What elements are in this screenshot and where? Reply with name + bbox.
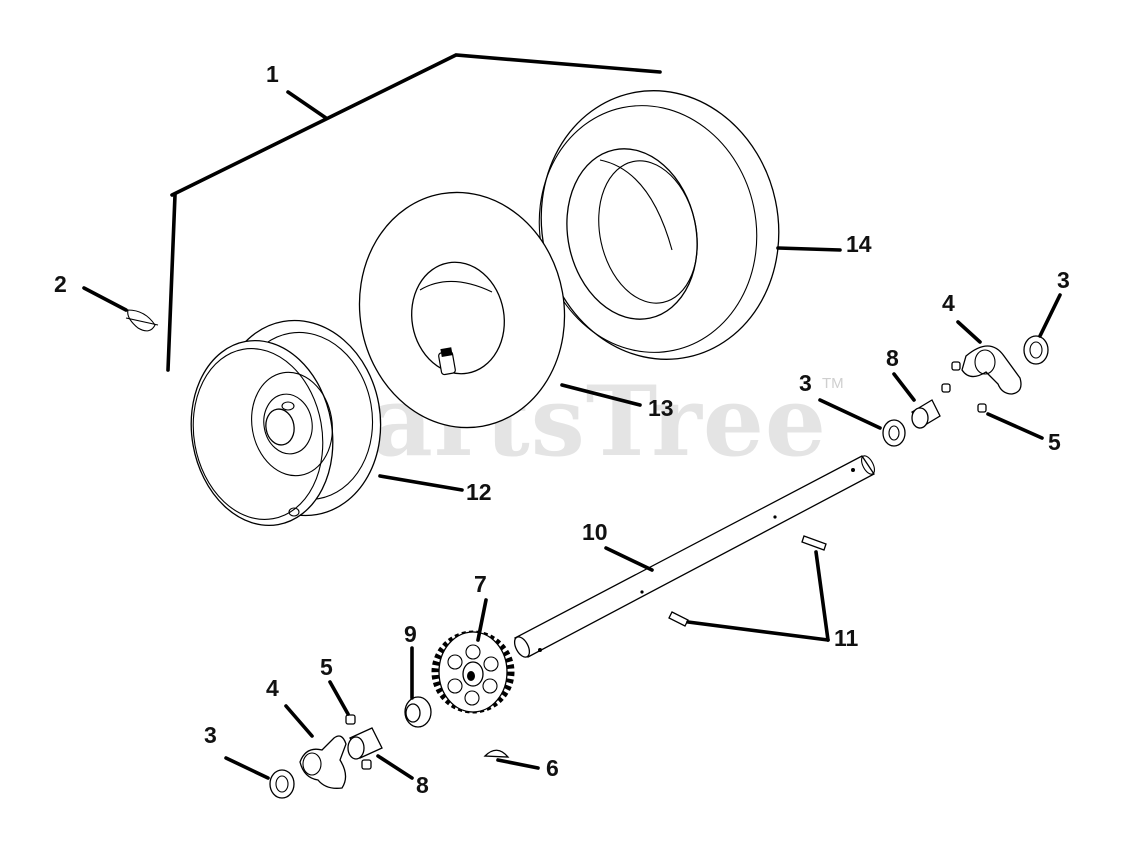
callout-7: 7 — [474, 571, 487, 597]
callout-12: 12 — [466, 479, 492, 505]
inner-tube[interactable] — [341, 176, 583, 444]
drive-gear[interactable] — [431, 630, 515, 714]
bolt-bottom-1[interactable] — [345, 714, 356, 725]
callout-5-right: 5 — [1048, 429, 1061, 455]
callout-4-right: 4 — [942, 290, 955, 316]
flange-bracket-right[interactable] — [961, 345, 1022, 395]
bolt-right-1[interactable] — [951, 361, 961, 371]
callout-9: 9 — [404, 621, 417, 647]
bolt-right-2[interactable] — [941, 383, 951, 393]
tire[interactable] — [517, 68, 804, 381]
callout-3-bottom: 3 — [204, 722, 217, 748]
watermark-trademark: TM — [822, 375, 844, 392]
bushing-right[interactable] — [911, 399, 941, 429]
wheel-rim[interactable] — [177, 308, 396, 537]
callout-8-bottom: 8 — [416, 772, 429, 798]
bushing-bottom[interactable] — [347, 727, 383, 760]
callout-4-bottom: 4 — [266, 675, 279, 701]
flange-bracket-bottom[interactable] — [299, 735, 347, 789]
callout-2: 2 — [54, 271, 67, 297]
leader-lines — [82, 246, 1062, 780]
axle[interactable] — [512, 454, 878, 660]
woodruff-key[interactable] — [483, 749, 510, 758]
callout-13: 13 — [648, 395, 674, 421]
callout-5-bottom: 5 — [320, 654, 333, 680]
valve-stem — [438, 347, 456, 376]
assembly-bracket — [166, 53, 662, 372]
flat-washer-bottom[interactable] — [269, 769, 295, 799]
flat-washer-mid[interactable] — [882, 419, 906, 447]
callout-11: 11 — [834, 625, 859, 651]
callout-3-right: 3 — [1057, 267, 1070, 293]
bolt-bottom-2[interactable] — [361, 759, 372, 770]
hairpin-clip[interactable] — [125, 309, 159, 332]
bolt-right-3[interactable] — [977, 403, 987, 413]
callout-10: 10 — [582, 519, 608, 545]
bearing[interactable] — [404, 696, 432, 728]
callout-labels: 1 2 14 3 4 8 3 13 5 12 10 7 11 9 5 4 3 6… — [54, 61, 1070, 798]
callout-8-top: 8 — [886, 345, 899, 371]
callout-1: 1 — [266, 61, 279, 87]
axle-key-pins[interactable] — [668, 535, 827, 627]
callout-6: 6 — [546, 755, 559, 781]
callout-3-mid: 3 — [799, 370, 812, 396]
flat-washer-right[interactable] — [1023, 335, 1049, 365]
callout-14: 14 — [846, 231, 872, 257]
